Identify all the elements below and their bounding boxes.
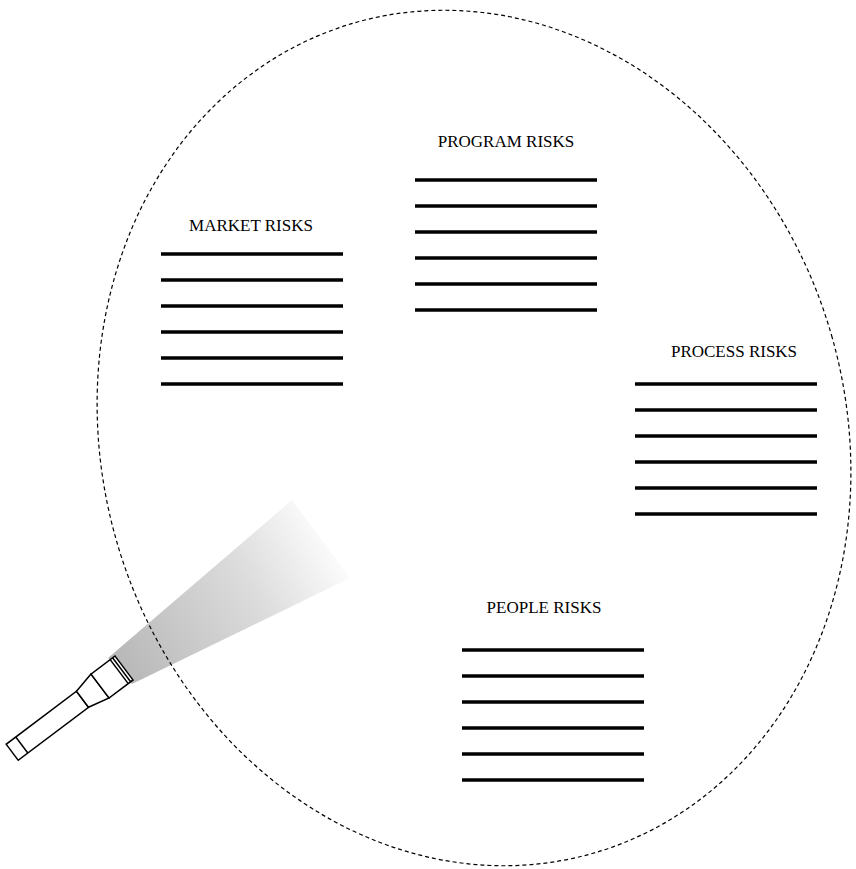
risk-list-lines — [161, 180, 817, 780]
risk-heading: PROGRAM RISKS — [438, 132, 575, 152]
risk-heading: MARKET RISKS — [189, 216, 313, 236]
flashlight — [3, 656, 133, 764]
risk-heading: PEOPLE RISKS — [487, 598, 602, 618]
light-beam — [108, 500, 350, 684]
risk-heading: PROCESS RISKS — [671, 342, 797, 362]
